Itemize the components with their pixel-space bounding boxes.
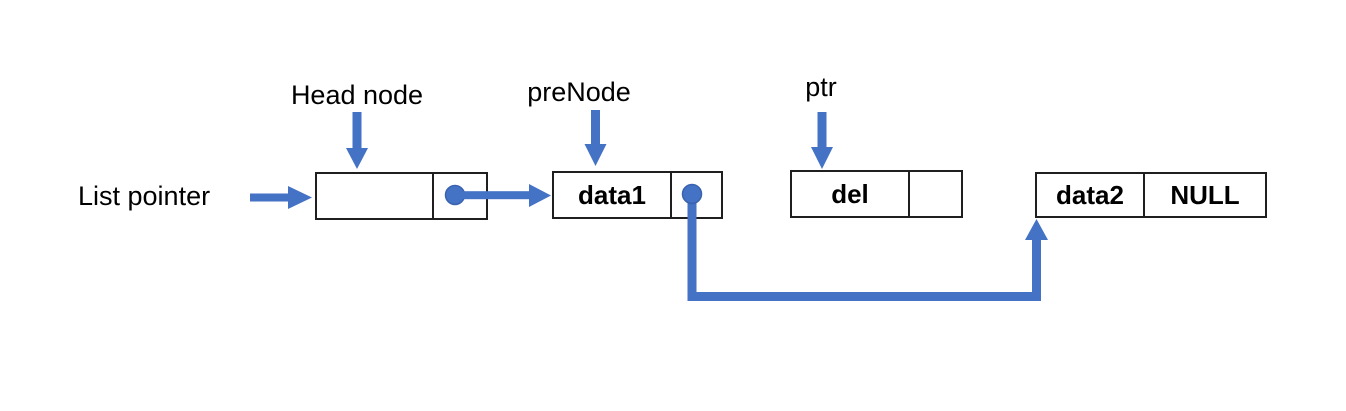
head-node-label: Head node — [290, 80, 424, 110]
data2-data-cell: data2 — [1037, 174, 1145, 216]
del-node-box: del — [790, 170, 963, 218]
del-next-cell — [910, 172, 961, 216]
prenode-label: preNode — [527, 77, 631, 107]
data2-node-box: data2 NULL — [1035, 172, 1267, 218]
list-pointer-label: List pointer — [78, 181, 211, 211]
ptr-down-arrow-icon — [811, 112, 833, 169]
prenode-down-arrow-icon — [584, 110, 607, 166]
del-data-cell: del — [792, 172, 910, 216]
data1-next-cell — [672, 173, 721, 217]
list-pointer-arrow-icon — [250, 186, 312, 209]
head-node-next-cell — [434, 174, 486, 218]
ptr-label: ptr — [805, 72, 837, 102]
data1-node-box: data1 — [552, 171, 723, 219]
head-node-down-arrow-icon — [346, 112, 368, 169]
head-node-box — [315, 172, 488, 220]
data1-data-cell: data1 — [554, 173, 672, 217]
data2-next-cell: NULL — [1170, 179, 1240, 210]
head-node-data-cell — [317, 174, 434, 218]
